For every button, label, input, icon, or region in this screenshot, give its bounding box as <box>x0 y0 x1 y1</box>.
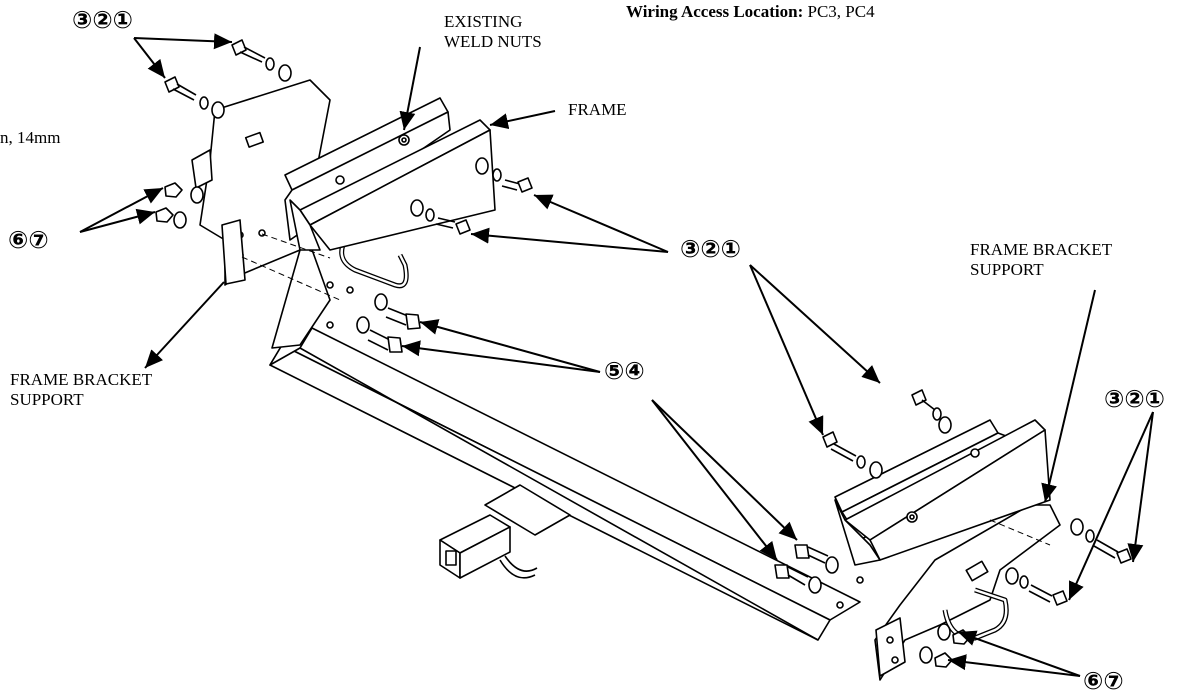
alignment-lines <box>241 233 1051 546</box>
wiring-access-location: Wiring Access Location: PC3, PC4 <box>626 2 875 22</box>
left-u-bolt <box>339 238 409 289</box>
right-bracket-plate <box>836 504 1061 681</box>
frame-bracket-support-right-label: FRAME BRACKET SUPPORT <box>970 240 1113 279</box>
bolt-stack-lower-left <box>356 293 421 353</box>
leader-arrows <box>79 33 1154 677</box>
torque-fragment-label: n, 14mm <box>0 128 61 147</box>
frame-bracket-support-left-label: FRAME BRACKET SUPPORT <box>10 370 153 409</box>
right-u-bolt <box>942 587 1009 641</box>
callout-321-top-left: ③②① <box>72 6 133 34</box>
nut-stack-left <box>155 182 204 229</box>
callout-67-left: ⑥⑦ <box>8 226 49 254</box>
callout-321-center: ③②① <box>680 235 741 263</box>
callout-67-bottom-right: ⑥⑦ <box>1083 667 1124 695</box>
callout-321-right: ③②① <box>1104 385 1165 413</box>
frame-label: FRAME <box>568 100 627 119</box>
right-frame-channel <box>834 419 1051 566</box>
wiring-access-label: Wiring Access Location: <box>626 2 804 21</box>
cross-tube <box>269 327 861 641</box>
bolt-stack-upper-right <box>822 389 952 479</box>
bolt-stack-lower-right <box>774 544 839 594</box>
bolt-stack-top-left <box>164 39 292 119</box>
existing-weld-nuts-label: EXISTING WELD NUTS <box>444 12 542 51</box>
bolt-stack-far-right <box>1005 518 1132 606</box>
receiver-tube <box>439 484 571 579</box>
callout-54: ⑤④ <box>604 357 645 385</box>
bolt-stack-center <box>410 157 533 235</box>
wiring-access-value: PC3, PC4 <box>807 2 875 21</box>
